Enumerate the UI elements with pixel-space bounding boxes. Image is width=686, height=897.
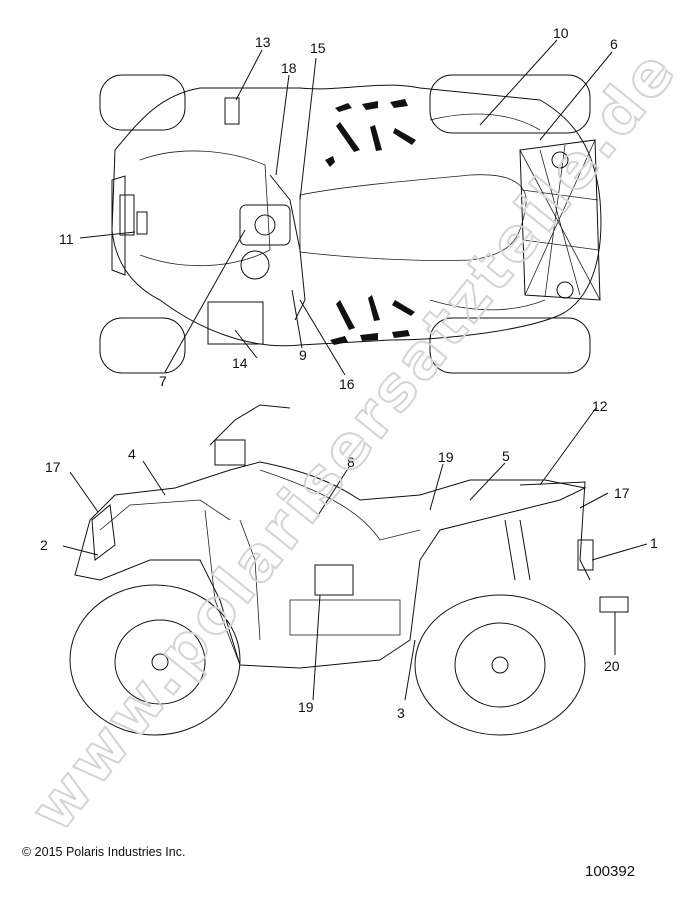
rear-fender-line <box>429 113 546 311</box>
callout-9: 9 <box>299 347 307 363</box>
copyright: © 2015 Polaris Industries Inc. <box>22 845 185 859</box>
front-rack <box>111 175 126 276</box>
decal-13-box <box>224 97 240 125</box>
rear-shock <box>504 519 531 581</box>
callout-10: 10 <box>553 25 569 41</box>
callout-19-top: 19 <box>438 449 454 465</box>
callout-12: 12 <box>592 398 608 414</box>
engine-block <box>289 599 401 636</box>
decal-11-box <box>136 211 148 235</box>
callout-17-left: 17 <box>45 459 61 475</box>
callout-4: 4 <box>128 446 136 462</box>
decal-top-left-graphic <box>325 99 416 167</box>
rear-rim <box>454 622 546 708</box>
front-right-tire <box>99 317 186 374</box>
side-body-outline <box>74 461 587 669</box>
side-leader-lines <box>62 407 648 701</box>
front-rack-bar <box>119 194 135 236</box>
front-rim <box>114 619 206 705</box>
front-hub <box>151 653 169 671</box>
callout-15: 15 <box>310 40 326 56</box>
part-20-box <box>599 596 629 613</box>
frame-tube <box>204 509 261 666</box>
top-view-atv <box>99 74 602 374</box>
headlight-pod <box>239 204 291 246</box>
headlight-side <box>214 439 246 466</box>
front-grill <box>91 504 116 561</box>
rear-right-tire <box>429 317 591 374</box>
callout-5: 5 <box>502 448 510 464</box>
handlebar-side <box>209 404 291 446</box>
decal-bottom-right-graphic <box>330 295 415 345</box>
seat-outline <box>299 174 527 261</box>
tow-hitch <box>577 539 594 571</box>
front-left-tire <box>99 74 186 131</box>
callout-11: 11 <box>59 231 74 247</box>
callout-20: 20 <box>604 658 620 674</box>
decal-19-box <box>314 564 354 596</box>
rear-rack-side <box>519 481 591 581</box>
top-body-outline <box>111 84 602 347</box>
callout-19-bottom: 19 <box>298 699 314 715</box>
rear-tire <box>414 594 586 736</box>
seat-line <box>259 469 421 541</box>
front-fender-line <box>139 150 271 267</box>
callout-6: 6 <box>610 36 618 52</box>
handlebar <box>269 174 306 321</box>
callout-13: 13 <box>255 34 271 50</box>
callout-14: 14 <box>232 355 248 371</box>
side-view-atv <box>69 404 629 736</box>
callout-2: 2 <box>40 537 48 553</box>
rear-rack <box>519 139 601 301</box>
callout-16: 16 <box>339 376 355 392</box>
front-fender <box>99 499 231 531</box>
rear-hub <box>491 656 509 674</box>
top-leader-lines <box>79 39 613 376</box>
callout-18: 18 <box>281 60 297 76</box>
watermark: www.polarisersatzteile.de <box>17 36 686 845</box>
front-tire <box>69 584 241 736</box>
diagram-id: 100392 <box>585 863 635 880</box>
callout-1: 1 <box>650 535 658 551</box>
decal-14-box <box>207 301 264 345</box>
callout-8: 8 <box>347 454 355 470</box>
callout-3: 3 <box>397 705 405 721</box>
callout-17-right: 17 <box>614 485 630 501</box>
callout-7: 7 <box>159 373 167 389</box>
rear-left-tire <box>429 74 591 134</box>
fuel-cap <box>240 250 270 280</box>
gauge <box>254 214 276 236</box>
